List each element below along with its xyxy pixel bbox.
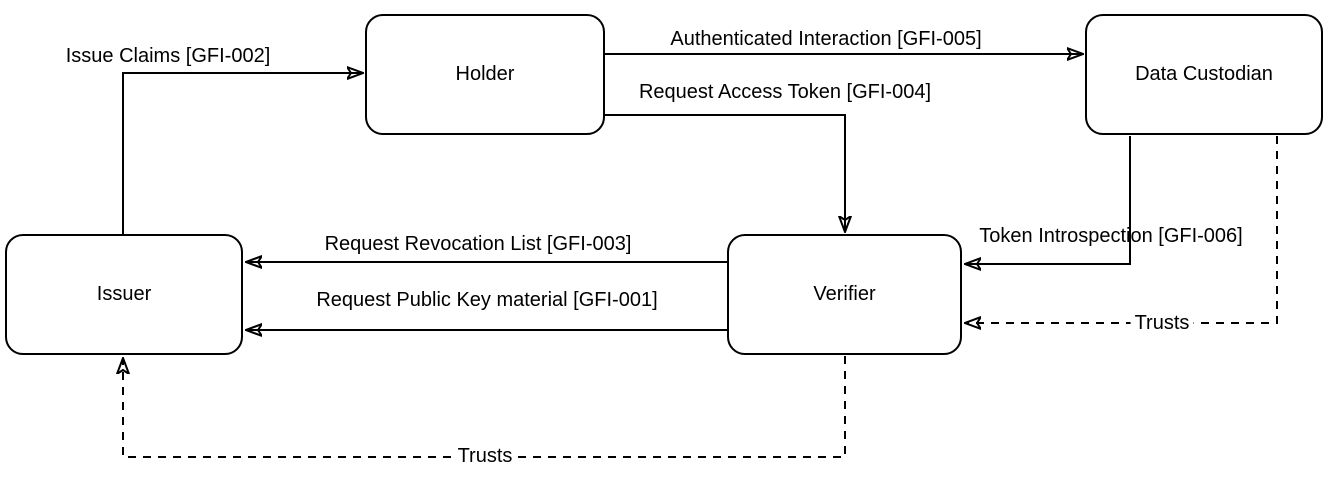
edge-label-authenticated-interaction: Authenticated Interaction [GFI-005] — [670, 28, 982, 50]
edge-label-request-public-key: Request Public Key material [GFI-001] — [316, 289, 658, 311]
edge-token-introspection-line — [965, 136, 1131, 264]
node-holder-label: Holder — [455, 63, 515, 85]
node-verifier-label: Verifier — [813, 283, 876, 305]
edge-request-access-token-line — [605, 114, 845, 232]
edge-trusts-verifier-issuer-line — [123, 356, 846, 458]
node-data-custodian: Data Custodian — [1085, 14, 1323, 135]
edge-label-request-access-token: Request Access Token [GFI-004] — [638, 81, 932, 103]
edge-label-trusts-custodian-verifier: Trusts — [1130, 312, 1194, 334]
edge-issue-claims-line — [122, 73, 363, 234]
edge-label-token-introspection: Token Introspection [GFI-006] — [979, 225, 1243, 247]
node-verifier: Verifier — [727, 234, 962, 355]
node-issuer: Issuer — [5, 234, 243, 355]
edge-label-trusts-verifier-issuer: Trusts — [453, 445, 517, 467]
edge-label-request-revocation-list: Request Revocation List [GFI-003] — [324, 233, 632, 255]
node-holder: Holder — [365, 14, 605, 135]
node-issuer-label: Issuer — [96, 283, 152, 305]
edge-trusts-custodian-verifier-line — [965, 136, 1278, 323]
edge-label-issue-claims: Issue Claims [GFI-002] — [65, 45, 271, 67]
node-data-custodian-label: Data Custodian — [1135, 63, 1273, 85]
